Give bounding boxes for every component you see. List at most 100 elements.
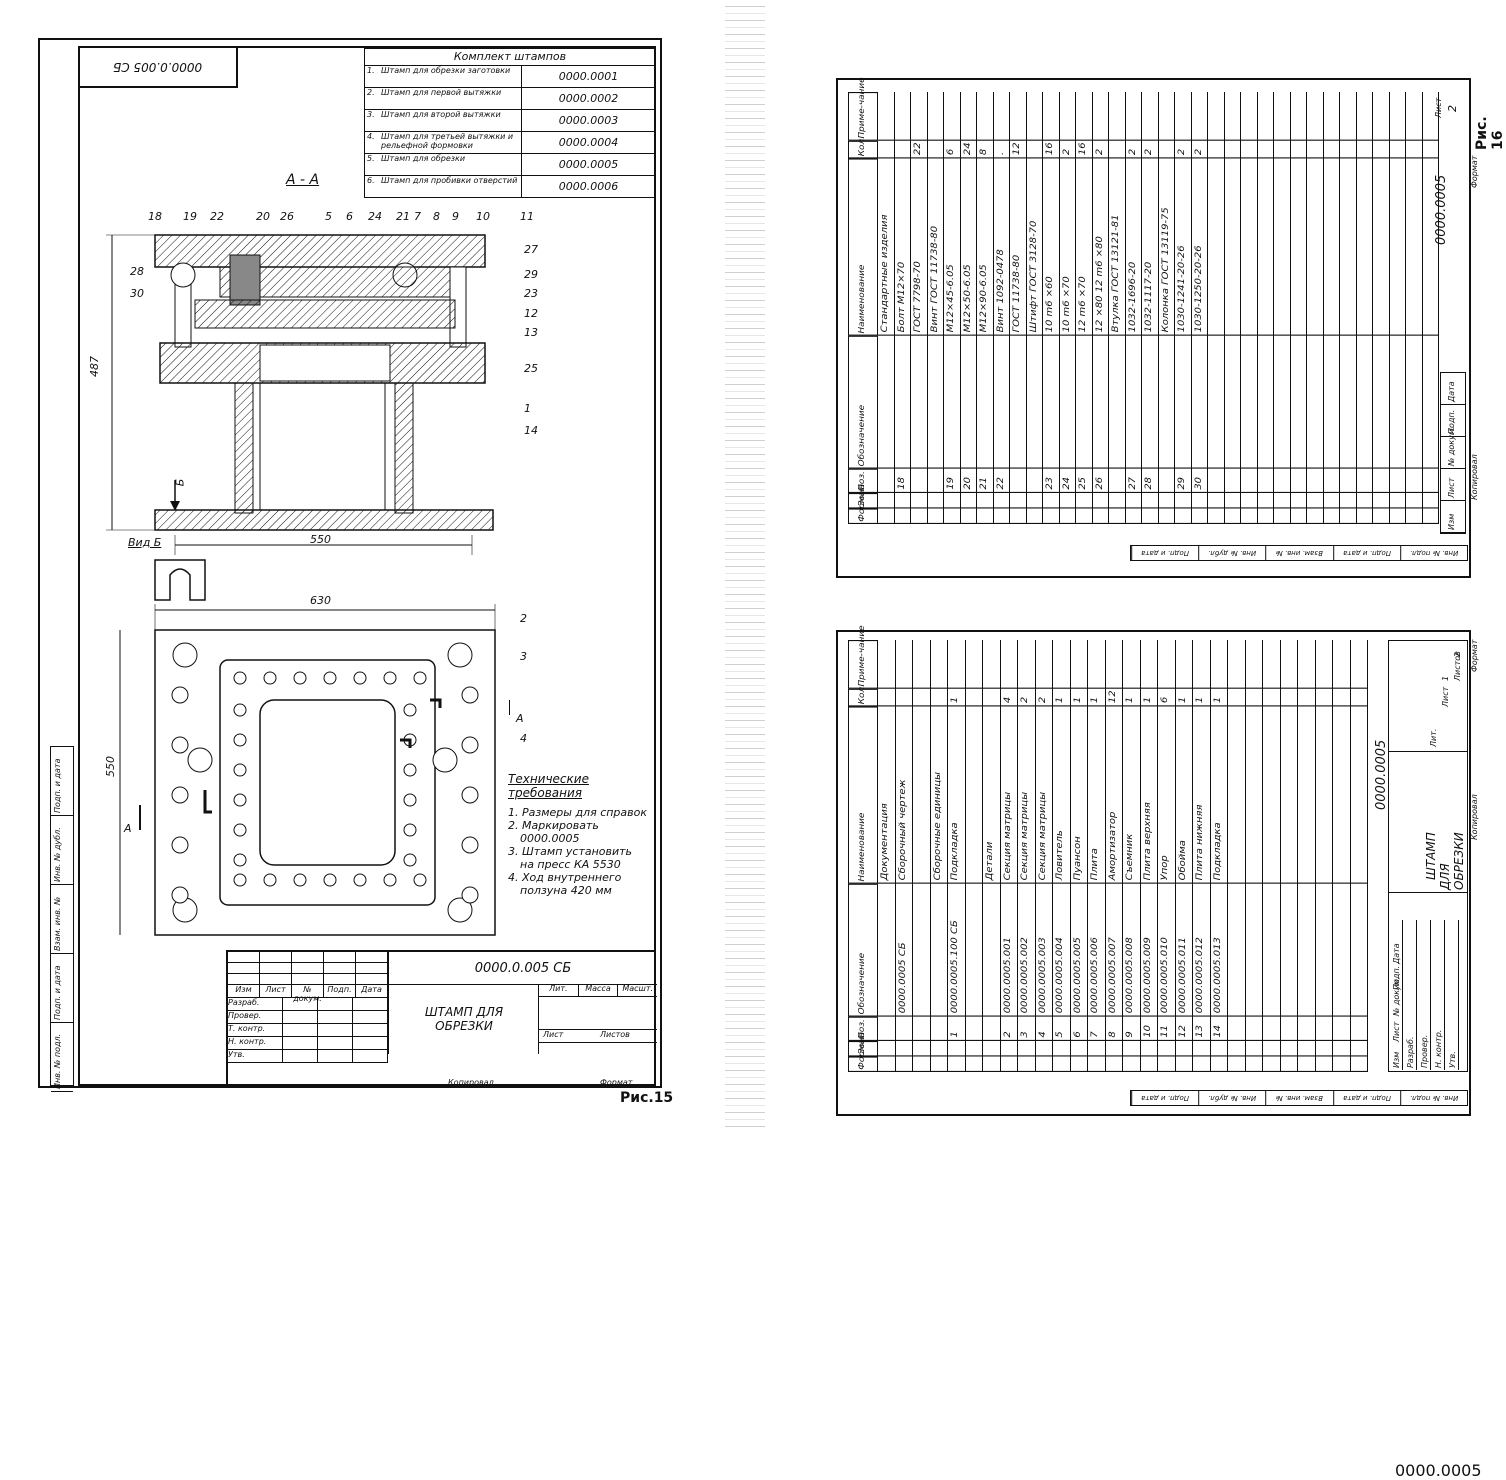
spec-row <box>1356 92 1373 524</box>
spec-row <box>1241 92 1258 524</box>
callout-4: 4 <box>520 732 527 745</box>
spec-cell-name: Плита верхняя <box>1142 802 1153 881</box>
spec-cell-name: 1030-1250-20-26 <box>1193 245 1204 333</box>
spec-bottom-stamp-col: Подп. <box>1392 965 1401 990</box>
stamp-code: 0000.0.005 СБ <box>474 960 572 976</box>
die-elevation-drawing <box>106 234 494 555</box>
spec-header: Приме-чание <box>857 625 866 687</box>
bottom-strip-label: Подп. и дата <box>1332 546 1400 560</box>
spec-row <box>1245 640 1263 1072</box>
stamp-lit: Лит. <box>539 984 579 996</box>
kit-row-num: 4. <box>367 132 375 141</box>
spec-cell-name: Подкладка <box>950 822 960 881</box>
kit-title: Комплект штампов <box>364 48 656 66</box>
callout-27: 27 <box>524 243 538 256</box>
spec-cell-name: ГОСТ 7798-70 <box>913 261 923 333</box>
kit-row-num: 2. <box>367 88 375 97</box>
kit-row-code: 0000.0005 <box>558 158 619 171</box>
view-b-label: Вид Б <box>128 536 162 549</box>
stamp-col-header: Лист <box>260 985 292 997</box>
callout-3: 3 <box>520 650 527 663</box>
spec-cell-pos: 30 <box>1193 476 1204 490</box>
spec-cell-name: ГОСТ 11738-80 <box>1012 254 1022 333</box>
spec-cell-pos: 29 <box>1177 476 1187 490</box>
spec-cell-oboz: 0000.0005.005 <box>1072 937 1083 1014</box>
callout-26: 26 <box>280 210 294 223</box>
spec-top-list-num: 2 <box>1446 105 1459 112</box>
callout-14: 14 <box>524 424 538 437</box>
spec-row: ГОСТ 11738-80 12 <box>1010 92 1027 524</box>
callout-7: 7 <box>414 210 421 223</box>
kit-row-name: Штамп для третьей вытяжки и рельефной фо… <box>381 132 522 153</box>
spec-cell-name: 1030-1241-20-26 <box>1177 245 1187 333</box>
spec-row <box>1224 92 1241 524</box>
callout-8: 8 <box>433 210 440 223</box>
spec-cell-name: Пуансон <box>1072 836 1083 881</box>
spec-cell-name: Съемник <box>1125 833 1135 881</box>
spec-cell-kol: 1 <box>1142 696 1153 704</box>
spec-cell-name: Детали <box>985 841 995 881</box>
callout-13: 13 <box>524 326 538 339</box>
spec-bottom-stamp-row: Провер. <box>1420 1034 1429 1068</box>
callout-20: 20 <box>256 210 270 223</box>
spec-cell-kol: 8 <box>979 148 989 156</box>
spec-cell-kol: 4 <box>1002 696 1013 704</box>
spec-cell-name: 1032-1696-20 <box>1127 261 1138 333</box>
stamp-masht: Масшт. <box>622 984 654 993</box>
spec-bottom-code-rot: 0000.0005 <box>1374 739 1389 810</box>
spec-bottom-stamp-row: Утв. <box>1448 1051 1457 1068</box>
spec-row <box>1333 640 1351 1072</box>
spec-row <box>1389 92 1406 524</box>
spec-cell-name: Амортизатор <box>1107 811 1118 881</box>
tech-item: 3. Штамп установить <box>508 845 633 858</box>
spec-row <box>1340 92 1357 524</box>
spec-cell-pos: 13 <box>1195 1024 1205 1038</box>
spec-cell-kol: 2 <box>1020 696 1030 704</box>
spec-cell-name: М12×50-6.05 <box>962 264 973 333</box>
spec-row <box>1422 92 1439 524</box>
spec-cell-pos: 2 <box>1002 1031 1013 1038</box>
stamp-title-1: ШТАМП ДЛЯ <box>424 1005 504 1019</box>
spec-cell-oboz: 0000.0005.013 <box>1212 937 1223 1014</box>
page-gutter <box>725 0 765 1133</box>
callout-2: 2 <box>520 612 527 625</box>
fig-16: Рис. 16 <box>1474 116 1506 150</box>
spec-cell-pos: 24 <box>1061 476 1072 490</box>
kit-row-num: 6. <box>367 176 375 185</box>
spec-cell-oboz: 0000.0005.012 <box>1195 937 1205 1014</box>
spec-header: Формат <box>857 485 866 522</box>
callout-28: 28 <box>130 265 144 278</box>
spec-cell-pos: 27 <box>1127 476 1138 490</box>
spec-cell-pos: 26 <box>1094 476 1105 490</box>
spec-bottom-lit: Лит. <box>1429 728 1438 747</box>
stamp-row-label: Утв. <box>228 1050 283 1062</box>
spec-cell-name: Колонка ГОСТ 13119-75 <box>1160 207 1171 333</box>
stamp-col-header: № докум. <box>292 985 324 1003</box>
title-block-15: 0000.0.005 СБ ШТАМП ДЛЯ ОБРЕЗКИ Лит. Мас… <box>226 950 657 1086</box>
bottom-strip-label: Инв. № дубл. <box>1198 546 1266 560</box>
spec-cell-name: Подкладка <box>1212 822 1223 881</box>
stamp-massa: Масса <box>579 984 619 996</box>
spec-bottom-title-2: ДЛЯ ОБРЕЗКИ <box>1438 832 1466 890</box>
spec-cell-name: Упор <box>1160 855 1170 881</box>
spec-cell-oboz: 0000.0005.002 <box>1020 937 1030 1014</box>
dim-width-plan: 630 <box>310 594 331 607</box>
drawing-sheet-15 <box>38 38 662 1088</box>
spec-cell-name: Сборочные единицы <box>932 771 943 881</box>
spec-cell-name: Ловитель <box>1055 830 1065 881</box>
spec-cell-kol: 16 <box>1078 142 1088 156</box>
stamp-row-label: Н. контр. <box>228 1037 283 1049</box>
stamp-list: Лист <box>543 1030 564 1039</box>
view-b-profile <box>154 559 206 601</box>
spec-cell-kol: 12 <box>1012 142 1022 156</box>
spec-row <box>1406 92 1423 524</box>
